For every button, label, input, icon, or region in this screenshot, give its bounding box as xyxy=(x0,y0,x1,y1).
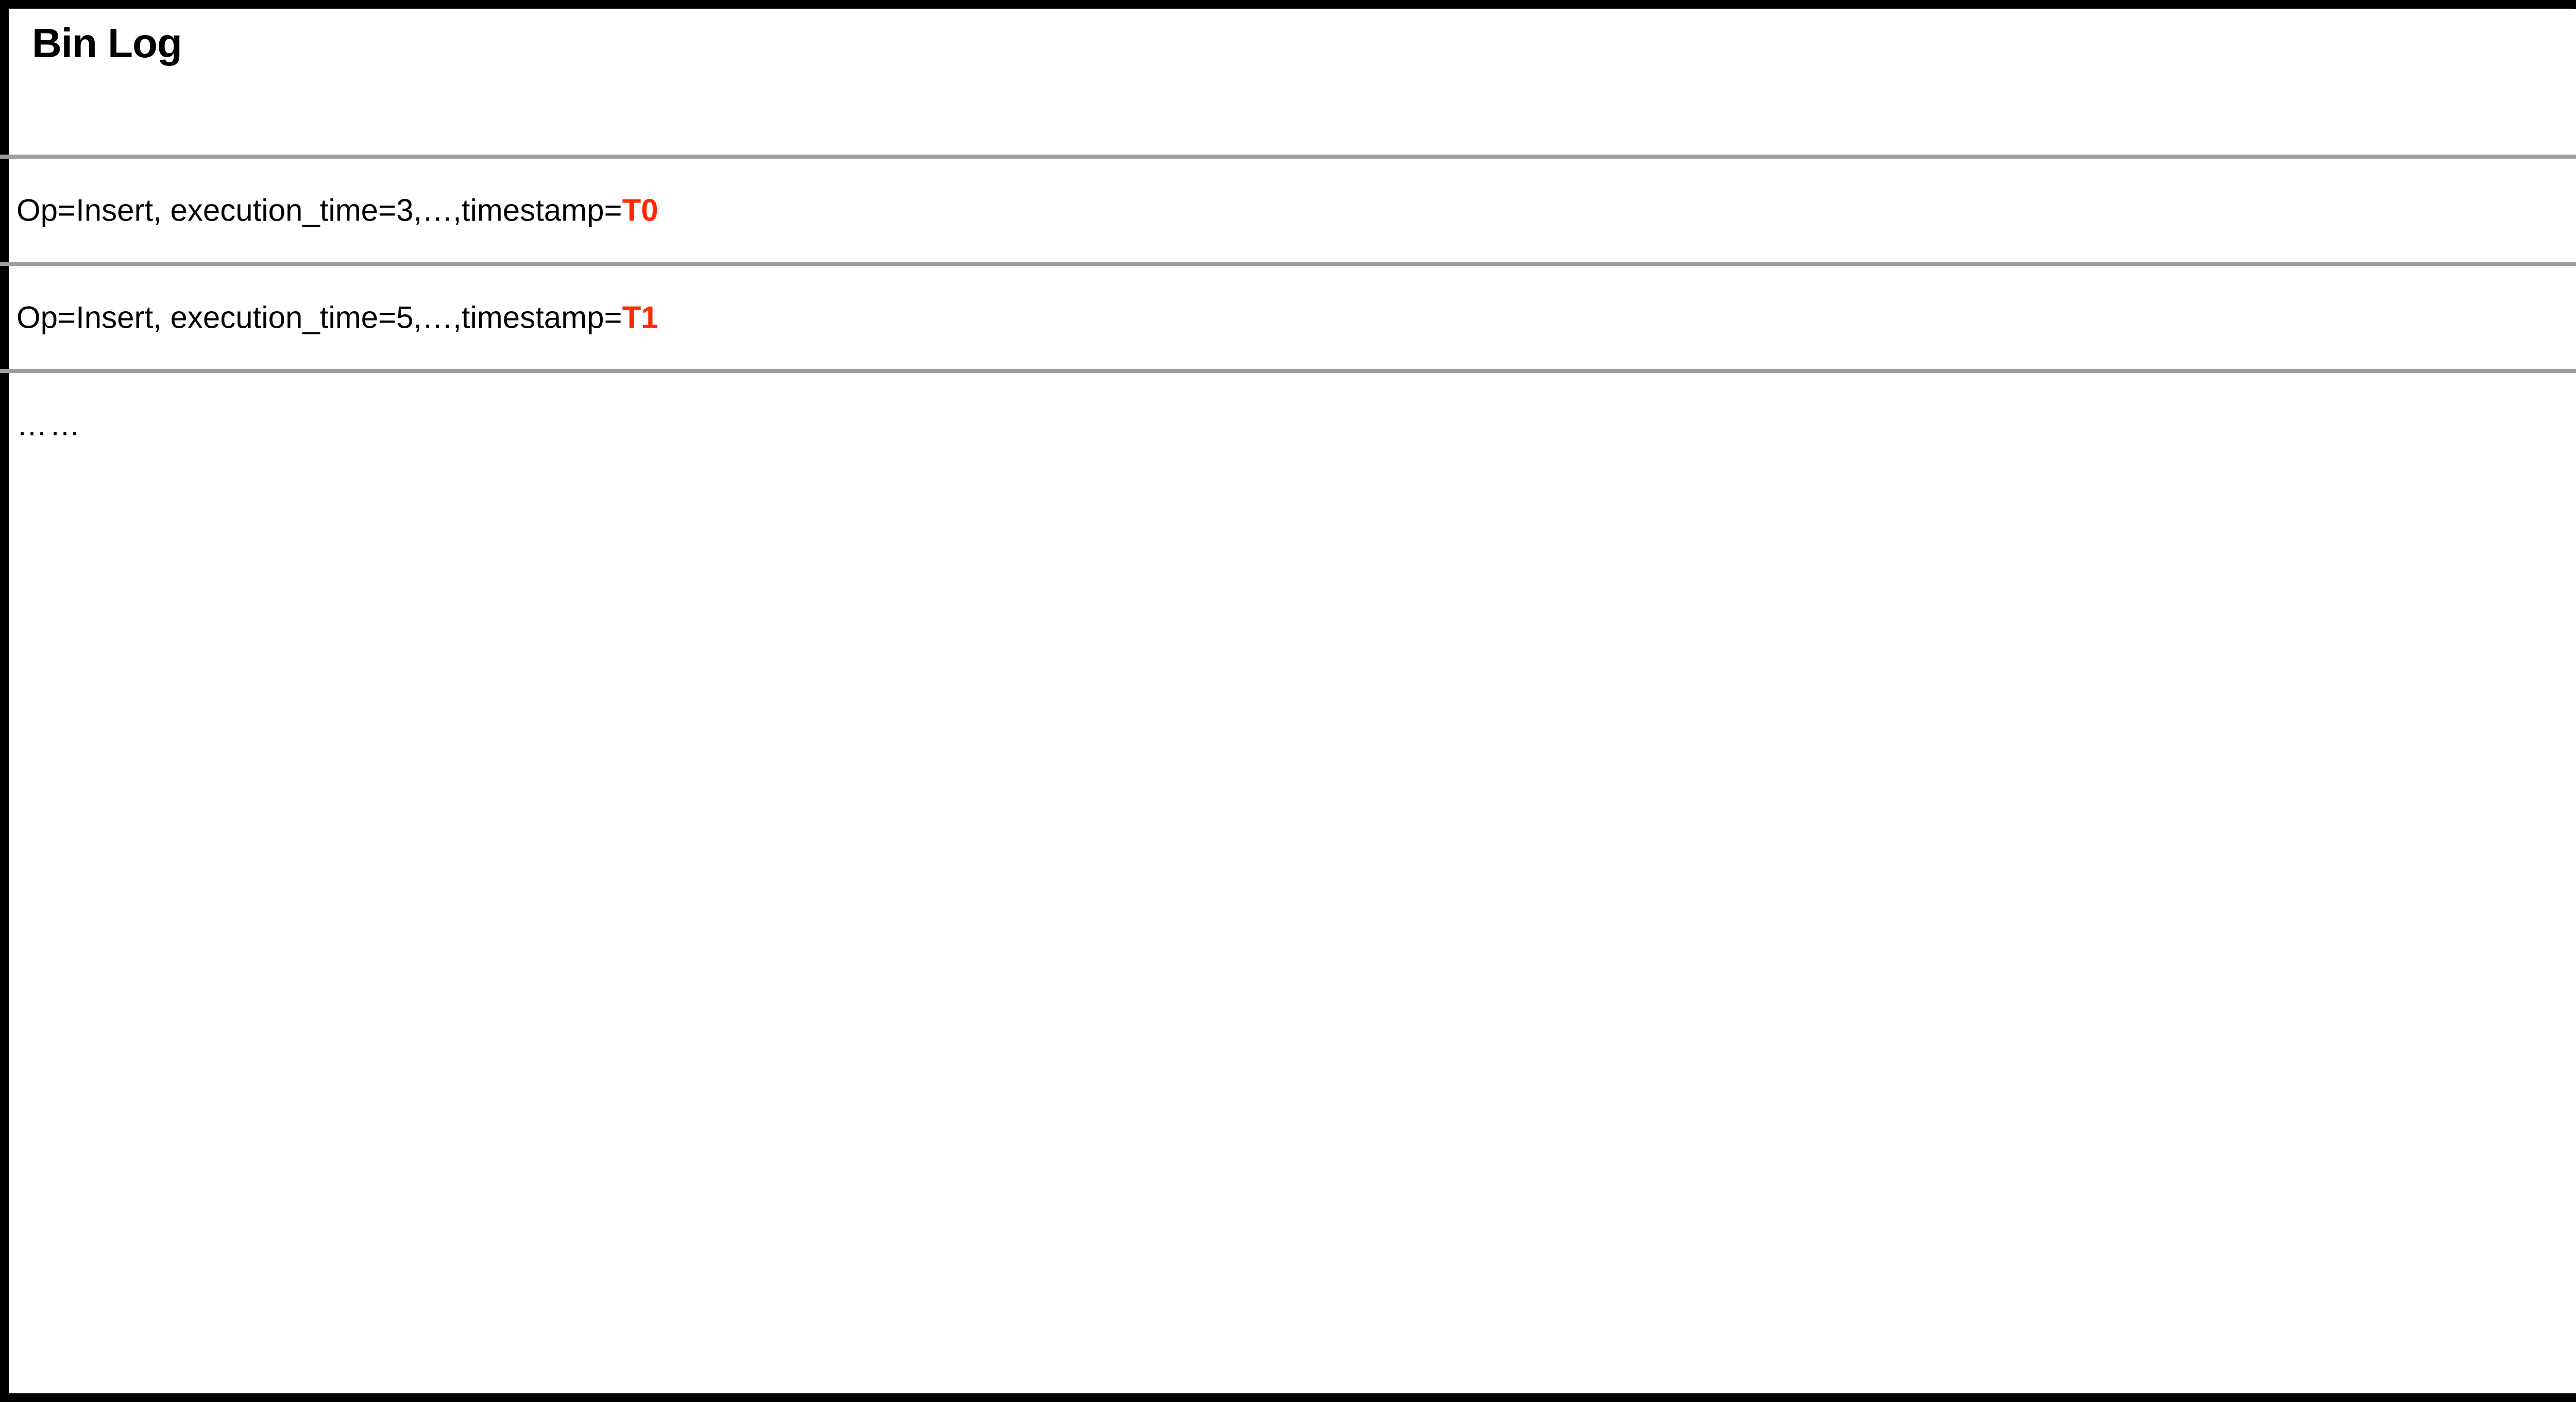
row-text: Op=Insert, execution_time=5,…,timestamp=… xyxy=(16,300,658,335)
timestamp-value: T0 xyxy=(622,193,658,228)
bin-log-row-list: Op=Insert, execution_time=3,…,timestamp=… xyxy=(0,155,2576,476)
row-text: …… xyxy=(16,407,82,442)
bin-log-row: Op=Insert, execution_time=5,…,timestamp=… xyxy=(0,262,2576,369)
timestamp-value: T1 xyxy=(622,300,658,335)
row-text: Op=Insert, execution_time=3,…,timestamp=… xyxy=(16,193,658,228)
bin-log-row: …… xyxy=(0,369,2576,476)
bin-log-title: Bin Log xyxy=(32,20,182,66)
bin-log-row: Op=Insert, execution_time=3,…,timestamp=… xyxy=(0,155,2576,262)
